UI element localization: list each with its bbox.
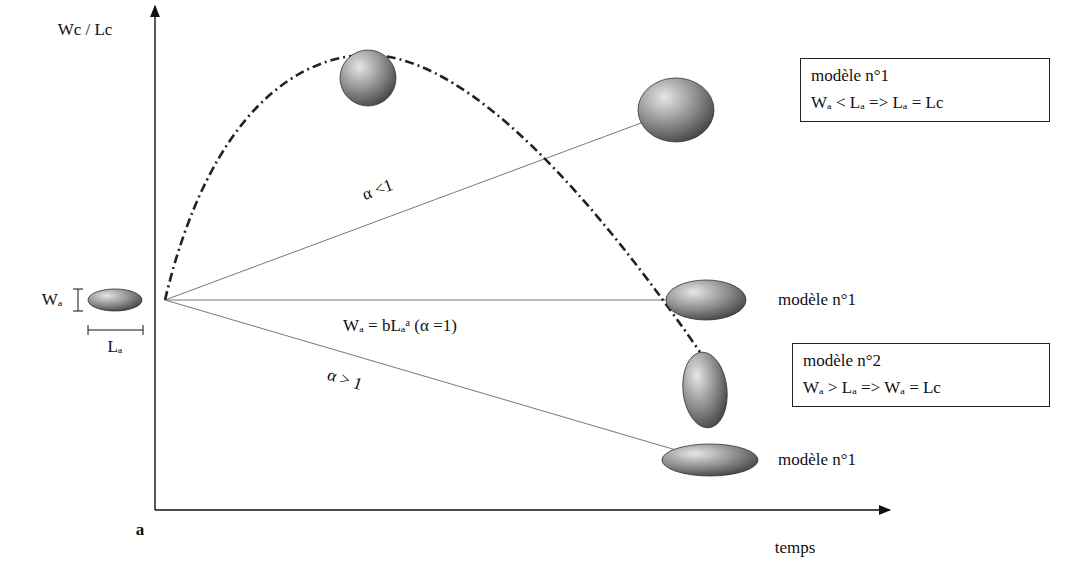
trajectory-curve: [165, 55, 700, 352]
dimension-label: Lₐ: [105, 337, 124, 357]
model-title: modèle n°2: [803, 349, 1039, 373]
panel-letter: a: [134, 520, 147, 540]
model-label: modèle n°1: [776, 290, 858, 310]
wide-shape: [638, 78, 714, 142]
tall-shape: [679, 350, 731, 430]
model-rule: Wₐ < Lₐ => Lₐ = Lc: [811, 91, 1039, 115]
slope-label: α > 1: [323, 364, 367, 395]
model-label: modèle n°1: [776, 450, 858, 470]
initial-shape: [88, 289, 142, 311]
dimension-label: Wₐ: [40, 290, 65, 310]
slope-label: α <1: [358, 174, 398, 205]
x-axis: [155, 509, 890, 510]
axis-label: temps: [773, 538, 818, 558]
growth-line: [165, 300, 706, 301]
growth-line: [165, 300, 710, 460]
growth-line: [165, 110, 676, 300]
flat-shape: [662, 444, 758, 476]
y-axis: [154, 6, 155, 510]
model-box: modèle n°2 Wₐ > Lₐ => Wₐ = Lc: [792, 343, 1050, 407]
model-rule: Wₐ > Lₐ => Wₐ = Lc: [803, 376, 1039, 400]
round-shape: [340, 50, 396, 106]
isometric-shape: [666, 280, 746, 320]
model-box: modèle n°1 Wₐ < Lₐ => Lₐ = Lc: [800, 58, 1050, 122]
model-title: modèle n°1: [811, 64, 1039, 88]
equation-label: Wₐ = bLₐᵃ (α =1): [341, 316, 459, 336]
axis-label: Wc / Lc: [56, 20, 115, 40]
dimension-bracket: [73, 289, 143, 335]
